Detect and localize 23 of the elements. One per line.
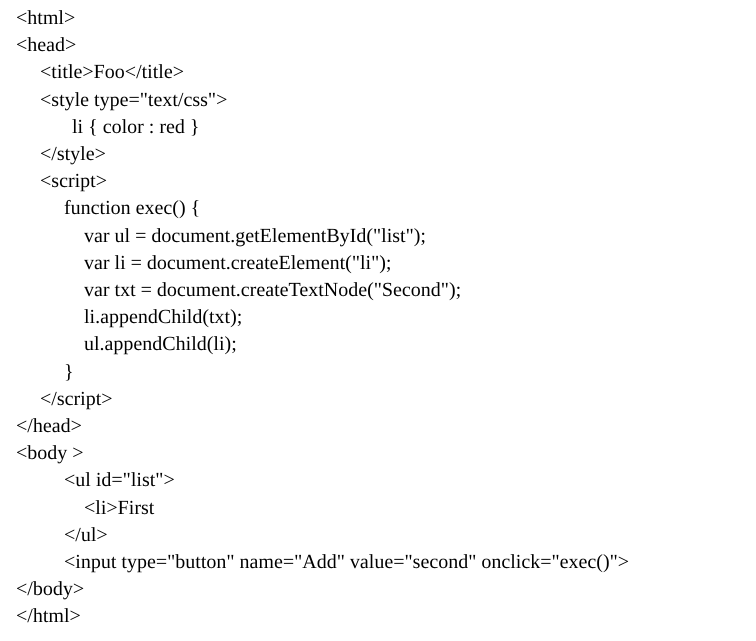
code-line: <style type="text/css"> xyxy=(40,88,228,112)
code-line: <script> xyxy=(40,169,107,193)
code-line: <li>First xyxy=(84,496,154,520)
code-line: li.appendChild(txt); xyxy=(84,305,242,329)
code-line: var li = document.createElement("li"); xyxy=(84,251,392,275)
code-line: <html> xyxy=(16,6,76,30)
code-line: } xyxy=(64,360,74,384)
code-line: </style> xyxy=(40,142,106,166)
code-line: <title>Foo</title> xyxy=(40,60,184,84)
code-line: var txt = document.createTextNode("Second"); xyxy=(84,278,462,302)
code-line: <ul id="list"> xyxy=(64,468,175,492)
code-line: </script> xyxy=(40,387,113,411)
code-line: </ul> xyxy=(64,523,108,547)
code-line: var ul = document.getElementById("list"); xyxy=(84,224,426,248)
code-line: </html> xyxy=(16,604,81,628)
code-line: function exec() { xyxy=(64,196,200,220)
code-line: li { color : red } xyxy=(72,115,200,139)
code-line: <head> xyxy=(16,33,76,57)
code-line: </head> xyxy=(16,414,82,438)
code-line: ul.appendChild(li); xyxy=(84,332,237,356)
code-line: </body> xyxy=(16,577,84,601)
code-line: <body > xyxy=(16,441,84,465)
code-line: <input type="button" name="Add" value="second" onclick="exec()"> xyxy=(64,550,630,574)
